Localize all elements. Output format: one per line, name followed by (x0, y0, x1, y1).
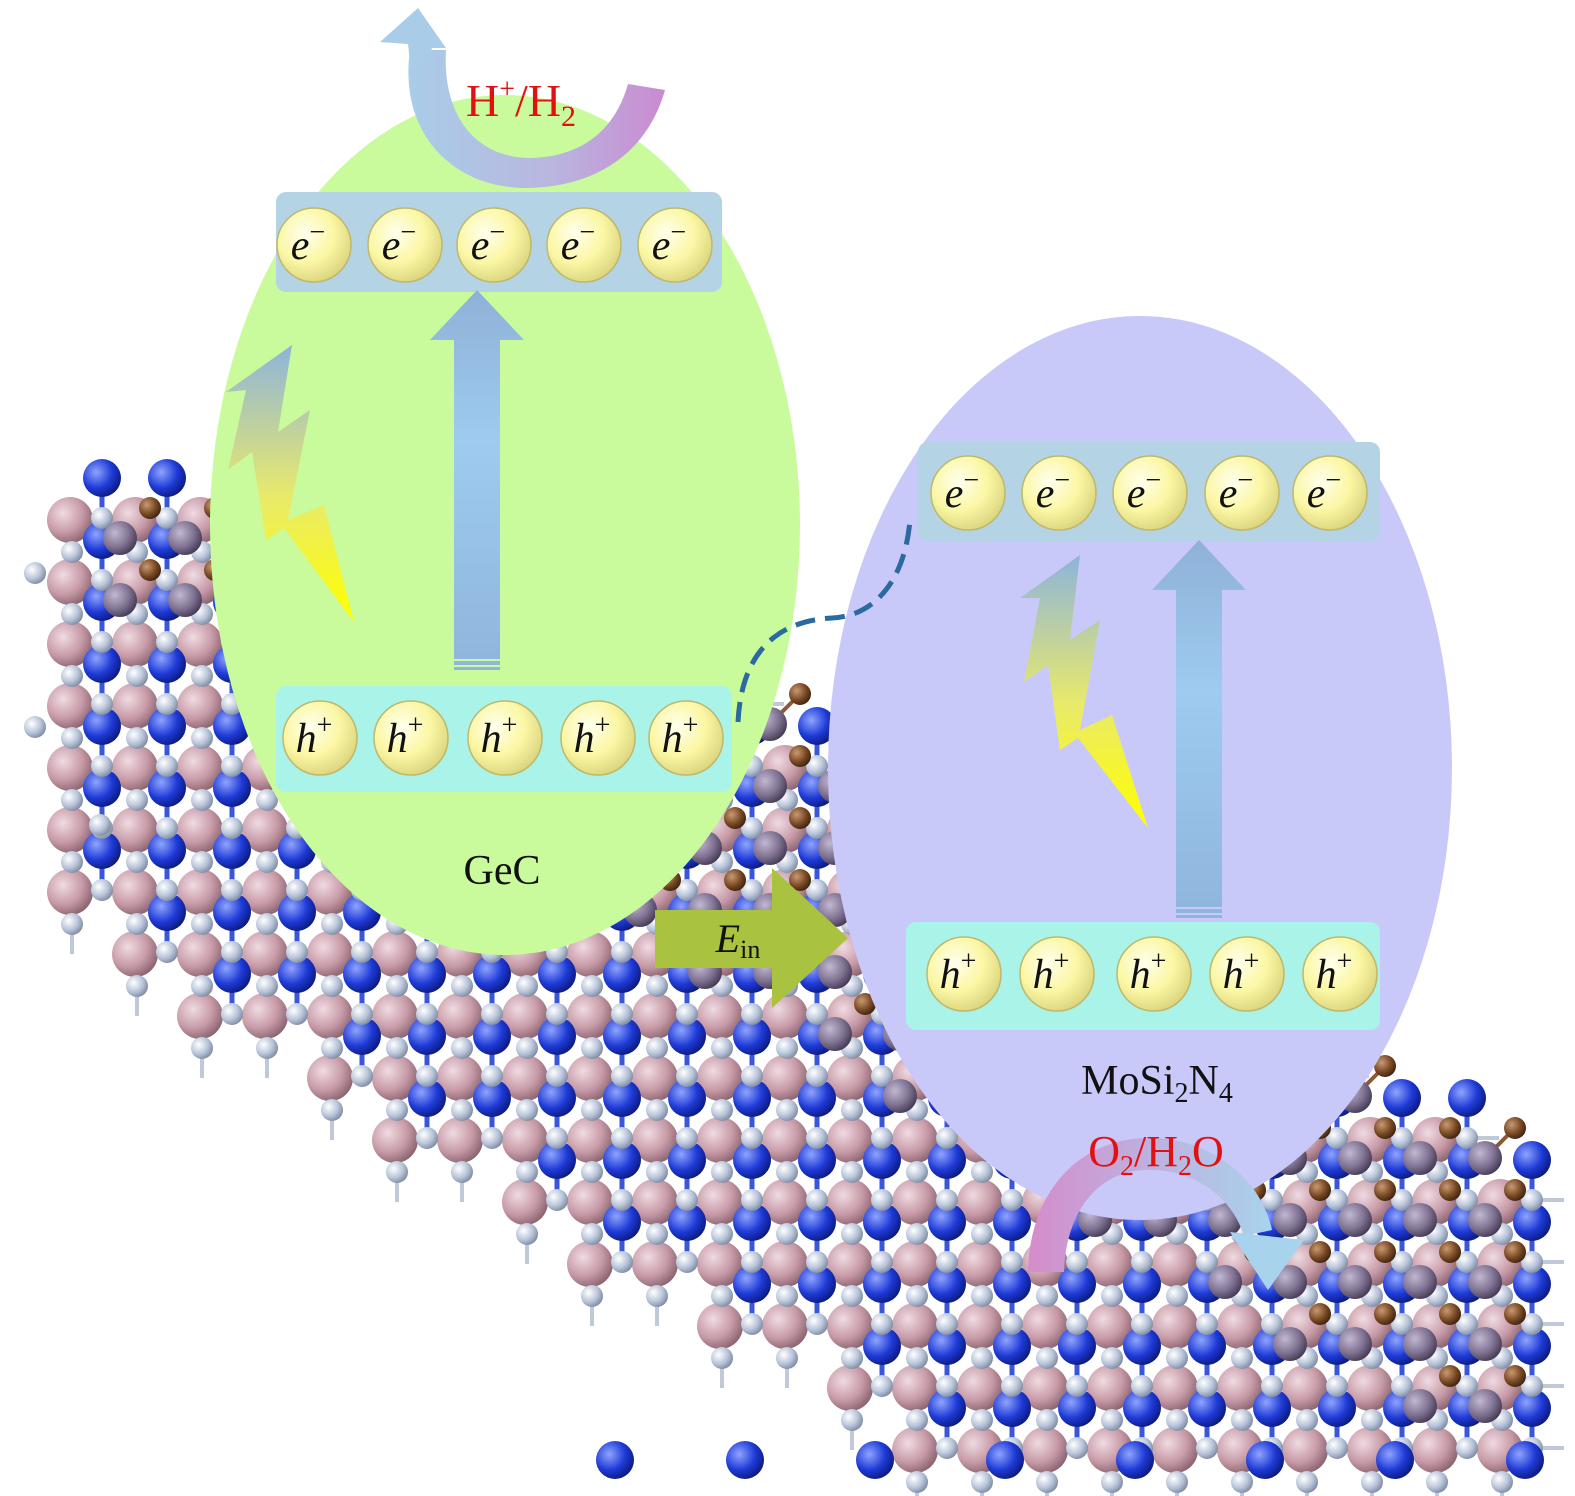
lightning-bolt-icon (1020, 555, 1148, 828)
electron-particle: e− (546, 207, 622, 283)
svg-text:e−: e− (945, 465, 979, 517)
hole-particle: h+ (282, 700, 358, 776)
svg-text:h+: h+ (387, 710, 424, 762)
svg-text:h+: h+ (296, 710, 333, 762)
electron-particle: e− (1021, 455, 1097, 531)
electron-particle: e− (1204, 455, 1280, 531)
electron-particle: e− (930, 455, 1006, 531)
gec-material-label: GeC (464, 848, 541, 894)
svg-text:h+: h+ (1033, 946, 1070, 998)
charge-carriers: e− e− e− e− e− h+ h+ h+ h+ h+ e− e− e− e− e− h+ h+ h+ h+ h+ (276, 207, 1378, 1012)
hole-particle: h+ (926, 936, 1002, 1012)
svg-text:e−: e− (652, 217, 686, 269)
svg-text:e−: e− (471, 217, 505, 269)
lightning-bolt-icon (226, 345, 354, 622)
svg-text:h+: h+ (1223, 946, 1260, 998)
electron-particle: e− (276, 207, 352, 283)
electron-particle: e− (1112, 455, 1188, 531)
electron-particle: e− (456, 207, 532, 283)
svg-text:e−: e− (1219, 465, 1253, 517)
svg-text:h+: h+ (574, 710, 611, 762)
svg-text:h+: h+ (1316, 946, 1353, 998)
hole-particle: h+ (648, 700, 724, 776)
hole-particle: h+ (1302, 936, 1378, 1012)
excitation-arrow-icon (1152, 540, 1246, 918)
electron-particle: e− (367, 207, 443, 283)
svg-text:h+: h+ (481, 710, 518, 762)
hole-particle: h+ (1019, 936, 1095, 1012)
hole-particle: h+ (560, 700, 636, 776)
hole-particle: h+ (1116, 936, 1192, 1012)
gec-reaction-label: H+/H2 (466, 74, 576, 133)
mosi2n4-reaction-label: O2/H2O (1088, 1127, 1224, 1182)
recombination-dashed-path (735, 519, 913, 723)
svg-text:e−: e− (1307, 465, 1341, 517)
svg-text:e−: e− (382, 217, 416, 269)
hole-particle: h+ (1209, 936, 1285, 1012)
mosi2n4-material-label: MoSi2N4 (1081, 1058, 1233, 1109)
internal-field-arrow-icon (655, 868, 848, 1008)
svg-text:h+: h+ (1130, 946, 1167, 998)
hole-particle: h+ (467, 700, 543, 776)
svg-text:e−: e− (291, 217, 325, 269)
curved-reaction-arrow-icon (1028, 1137, 1304, 1290)
field-label: Ein (715, 916, 761, 964)
electron-particle: e− (637, 207, 713, 283)
svg-text:h+: h+ (662, 710, 699, 762)
curved-reaction-arrow-icon (380, 8, 665, 189)
hole-particle: h+ (373, 700, 449, 776)
electron-particle: e− (1292, 455, 1368, 531)
svg-text:h+: h+ (940, 946, 977, 998)
svg-text:e−: e− (1127, 465, 1161, 517)
svg-text:e−: e− (561, 217, 595, 269)
svg-text:e−: e− (1036, 465, 1070, 517)
excitation-arrow-icon (430, 290, 524, 670)
